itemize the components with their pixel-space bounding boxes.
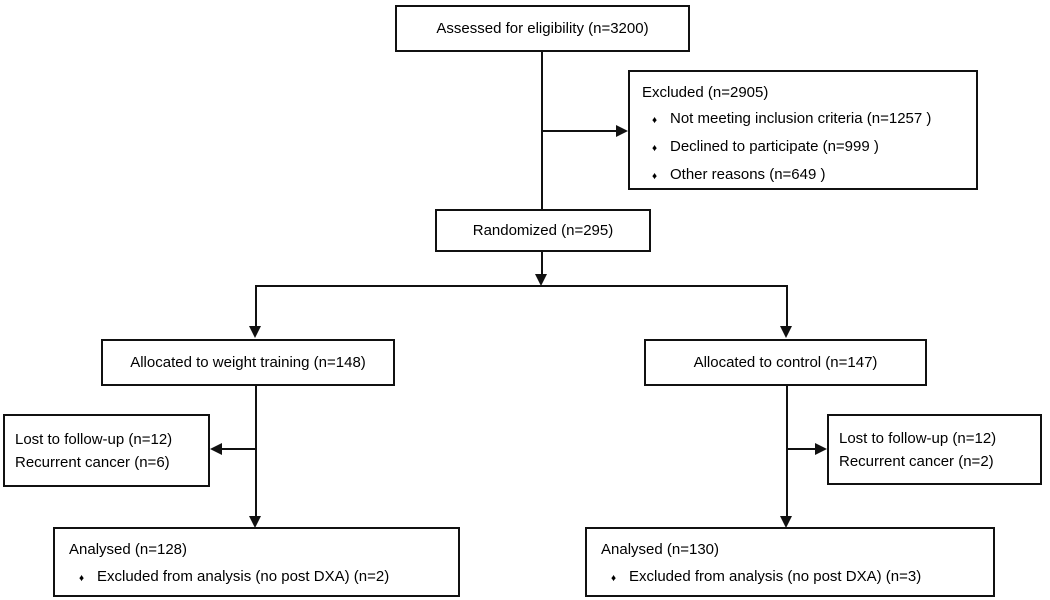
split-line (255, 285, 788, 287)
excluded-box: Excluded (n=2905) ♦ Not meeting inclusio… (628, 70, 978, 190)
allocated-weight-training-box: Allocated to weight training (n=148) (101, 339, 395, 386)
excluded-item: ♦ Declined to participate (n=999 ) (642, 134, 970, 162)
excluded-item: ♦ Not meeting inclusion criteria (n=1257… (642, 106, 970, 134)
connector-to-lost-control (788, 448, 816, 450)
analysed-item: ♦ Excluded from analysis (no post DXA) (… (69, 563, 452, 592)
arrowhead-analysed-weight-training-icon (249, 516, 261, 528)
assessed-box: Assessed for eligibility (n=3200) (395, 5, 690, 52)
analysed-control-box: Analysed (n=130) ♦ Excluded from analysi… (585, 527, 995, 597)
connector-randomized-to-split (541, 252, 543, 276)
arrowhead-analysed-control-icon (780, 516, 792, 528)
analysed-title: Analysed (n=130) (601, 541, 719, 558)
lost-control-box: Lost to follow-up (n=12) Recurrent cance… (827, 414, 1042, 485)
allocated-control-label: Allocated to control (n=147) (693, 354, 878, 371)
connector-weight-training-to-analysed (255, 386, 257, 517)
arrowhead-allocated-weight-training-icon (249, 326, 261, 338)
arrowhead-allocated-control-icon (780, 326, 792, 338)
analysed-weight-training-box: Analysed (n=128) ♦ Excluded from analysi… (53, 527, 460, 597)
diamond-bullet-icon: ♦ (652, 115, 658, 126)
allocated-control-box: Allocated to control (n=147) (644, 339, 927, 386)
analysed-item: ♦ Excluded from analysis (no post DXA) (… (601, 563, 987, 592)
excluded-item: ♦ Other reasons (n=649 ) (642, 162, 970, 190)
diamond-bullet-icon: ♦ (652, 171, 658, 182)
connector-to-lost-weight-training (222, 448, 256, 450)
arrowhead-excluded-icon (616, 125, 628, 137)
connector-control-to-analysed (786, 386, 788, 517)
lost-line: Recurrent cancer (n=6) (15, 453, 170, 471)
arrowhead-split-icon (535, 274, 547, 286)
excluded-item-label: Declined to participate (n=999 ) (670, 138, 879, 155)
arrowhead-lost-control-icon (815, 443, 827, 455)
randomized-box: Randomized (n=295) (435, 209, 651, 252)
allocated-weight-training-label: Allocated to weight training (n=148) (130, 354, 366, 371)
excluded-title: Excluded (n=2905) (642, 84, 769, 101)
excluded-item-label: Other reasons (n=649 ) (670, 166, 826, 183)
assessed-label: Assessed for eligibility (n=3200) (436, 20, 649, 37)
connector-to-excluded (541, 130, 618, 132)
diamond-bullet-icon: ♦ (79, 573, 85, 584)
arrowhead-lost-weight-training-icon (210, 443, 222, 455)
excluded-item-label: Not meeting inclusion criteria (n=1257 ) (670, 110, 932, 127)
analysed-title: Analysed (n=128) (69, 541, 187, 558)
connector-split-to-weight-training (255, 285, 257, 327)
lost-line: Lost to follow-up (n=12) (15, 430, 173, 448)
diamond-bullet-icon: ♦ (611, 573, 617, 584)
connector-split-to-control (786, 285, 788, 327)
lost-weight-training-box: Lost to follow-up (n=12) Recurrent cance… (3, 414, 210, 487)
lost-line: Recurrent cancer (n=2) (839, 452, 994, 470)
lost-line: Lost to follow-up (n=12) (839, 429, 997, 447)
diamond-bullet-icon: ♦ (652, 143, 658, 154)
randomized-label: Randomized (n=295) (472, 222, 614, 239)
analysed-item-label: Excluded from analysis (no post DXA) (n=… (97, 568, 390, 585)
analysed-item-label: Excluded from analysis (no post DXA) (n=… (629, 568, 922, 585)
